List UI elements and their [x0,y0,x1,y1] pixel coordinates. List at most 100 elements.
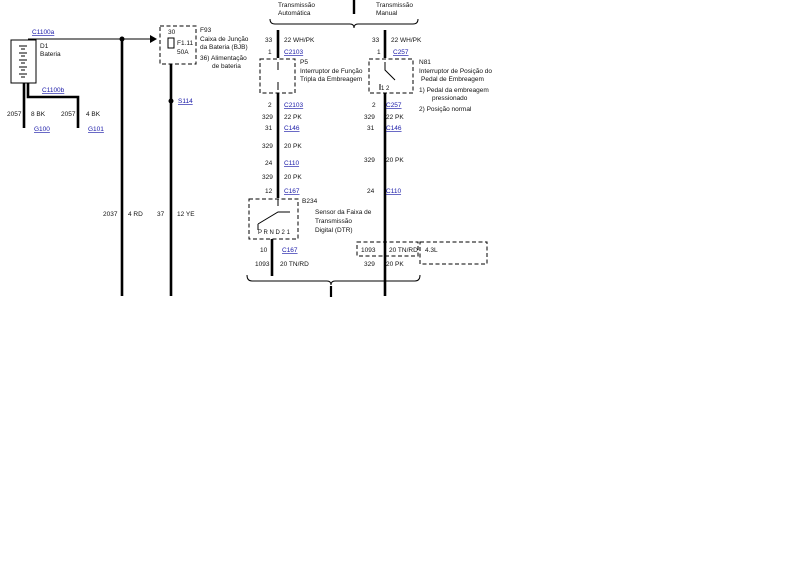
engine-variant-box [419,241,488,265]
manual-c4-pin: 24 [367,188,375,195]
battery-section: C1100a D1 Bateria C1100b 2057 8 BK 2057 … [7,29,122,133]
auto-c2-pin: 2 [268,102,272,109]
auto-bottom-wire: 20 TN/RD [280,261,309,268]
connector-c257-bottom[interactable]: C257 [386,102,402,109]
engine-option-box [356,241,419,257]
switch-n81-note-1: 1) Pedal da embreagem [419,87,489,94]
sensor-b234-desc-1: Sensor da Faixa de [315,209,372,216]
switch-n81-pin-labels: 1 2 [381,86,390,92]
arrow-right-icon [150,35,157,43]
feed-wire-12ye: 12 YE [177,211,195,218]
sensor-switch-icon [257,199,290,230]
manual-bottom-circuit: 329 [364,261,375,268]
switch-n81-desc-2: Pedal de Embreagem [421,76,484,83]
fuse-box-ref: F93 [200,27,212,34]
switch-n81-desc-1: Interruptor de Posição do [419,68,492,75]
fuse-pin-out: 36) [200,55,209,62]
connector-c146-manual[interactable]: C146 [386,125,402,132]
manual-top-wire: 22 WH/PK [391,37,422,44]
automatic-column: 33 22 WH/PK 1 C2103 P5 Interruptor de Fu… [248,30,372,276]
manual-w2-wire: 22 PK [386,114,404,121]
header-bracket [269,18,419,29]
fuse-pin-in: 30 [168,29,176,36]
battery-cells-icon [19,45,27,78]
fuse-pin-out-desc-2: de bateria [212,63,241,70]
sensor-b234-outline [248,198,299,240]
splice-s114-dot [168,98,174,104]
manual-engine-circuit: 1093 [361,247,376,254]
connector-c2103-top[interactable]: C2103 [284,49,304,56]
auto-w2-circuit: 329 [262,114,273,121]
auto-top-circuit: 33 [265,37,273,44]
manual-engine-wire: 20 TN/RD [389,247,418,254]
fuse-box-desc-1: Caixa de Junção [200,36,249,43]
fuse-rating: 50A [177,49,189,56]
connector-c167-top[interactable]: C167 [284,188,300,195]
sensor-positions: P R N D 2 1 [258,230,291,236]
auto-column-title-2: Automática [278,10,311,17]
sensor-b234-desc-3: Digital (DTR) [315,227,353,234]
ground-g101[interactable]: G101 [88,126,104,133]
left-ground-wire: 8 BK [31,111,46,118]
auto-c4-pin: 24 [265,160,273,167]
switch-p5-desc-1: Interruptor de Função [300,68,363,75]
auto-c3-pin: 31 [265,125,273,132]
manual-engine-label: 4.3L [425,247,438,254]
connector-c110-auto[interactable]: C110 [284,160,299,167]
left-ground-circuit: 2057 [7,111,22,118]
manual-top-circuit: 33 [372,37,380,44]
auto-w2-wire: 22 PK [284,114,302,121]
auto-w4-circuit: 329 [262,174,273,181]
ground-g100[interactable]: G100 [34,126,50,133]
splice-s114[interactable]: S114 [178,98,193,105]
battery-name: Bateria [40,51,61,58]
manual-column-title-2: Manual [376,10,398,17]
fuse-icon [167,37,175,49]
auto-w3-circuit: 329 [262,143,273,150]
auto-c6-pin: 10 [260,247,268,254]
bottom-bracket [246,274,421,286]
connector-c146-auto[interactable]: C146 [284,125,300,132]
switch-n81-ref: N81 [419,59,431,66]
switch-p5-ref: P5 [300,59,308,66]
manual-c1-pin: 1 [377,49,381,56]
manual-w3-circuit: 329 [364,157,375,164]
connector-c1100a[interactable]: C1100a [32,29,55,36]
auto-w3-wire: 20 PK [284,143,302,150]
switch-n81-note-2: pressionado [432,95,468,102]
manual-c2-pin: 2 [372,102,376,109]
fuse-box-outline [159,25,197,65]
manual-c3-pin: 31 [367,125,375,132]
connector-c1100b[interactable]: C1100b [42,87,65,94]
feed-wire-circuit-2037: 2037 [103,211,118,218]
manual-column: 33 22 WH/PK 1 C257 1 2 N81 Interruptor d… [356,30,492,296]
auto-bottom-circuit: 1093 [255,261,270,268]
fuse-pin-out-desc-1: Alimentação [211,55,247,62]
manual-column-title-1: Transmissão [376,2,413,9]
switch-n81-contact-icon [379,62,396,90]
connector-c257-top[interactable]: C257 [393,49,409,56]
auto-c1-pin: 1 [268,49,272,56]
connector-c167-bottom[interactable]: C167 [282,247,298,254]
auto-w4-wire: 20 PK [284,174,302,181]
right-ground-circuit: 2057 [61,111,76,118]
fuse-id: F1.11 [177,40,194,47]
sensor-b234-desc-2: Transmissão [315,218,352,225]
sensor-b234-ref: B234 [302,198,318,205]
switch-p5-desc-2: Tripla da Embreagem [300,76,362,83]
right-ground-wire: 4 BK [86,111,101,118]
auto-column-title-1: Transmissão [278,2,315,9]
connector-c2103-bottom[interactable]: C2103 [284,102,304,109]
header: Transmissão Automática Transmissão Manua… [269,0,419,29]
manual-w3-wire: 20 PK [386,157,404,164]
auto-c5-pin: 12 [265,188,273,195]
connector-c110-manual[interactable]: C110 [386,188,401,195]
manual-w2-circuit: 329 [364,114,375,121]
fuse-box-desc-2: da Bateria (BJB) [200,44,248,51]
battery-ground-wire-right [26,83,80,128]
feed-wire-4rd: 4 RD [128,211,143,218]
auto-top-wire: 22 WH/PK [284,37,315,44]
manual-bottom-wire: 20 PK [386,261,404,268]
feed-wire-circuit-37: 37 [157,211,165,218]
